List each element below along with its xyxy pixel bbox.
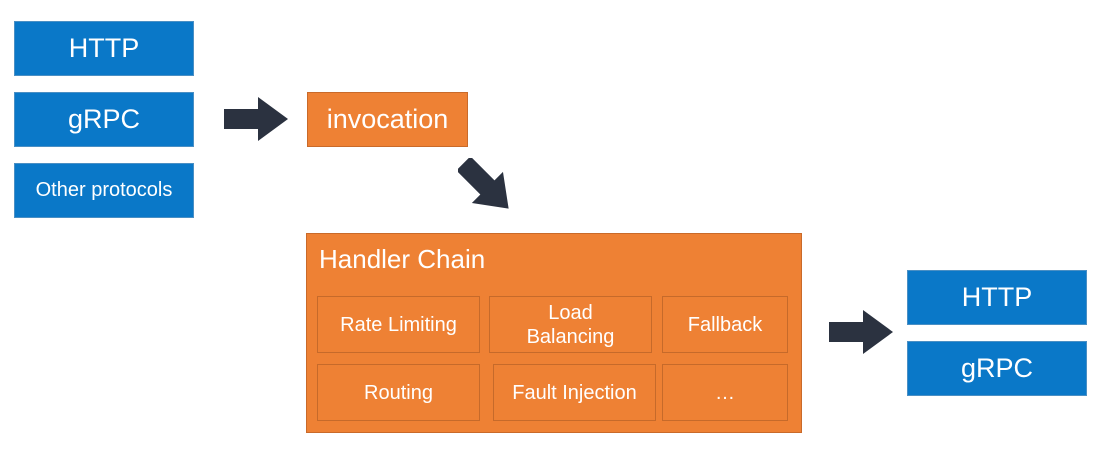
output-protocol-grpc: gRPC	[907, 341, 1087, 396]
arrow-right-icon	[224, 97, 288, 141]
handler-chain-title: Handler Chain	[319, 244, 486, 274]
input-protocol-other-label: Other protocols	[35, 179, 173, 201]
input-protocol-grpc-label: gRPC	[67, 104, 141, 134]
input-protocol-other: Other protocols	[14, 163, 194, 218]
arrow-right-icon	[829, 310, 893, 354]
invocation-label: invocation	[326, 104, 449, 134]
handler-chain-box: Handler Chain Rate Limiting Load Balanci…	[306, 233, 802, 433]
output-protocol-http-label: HTTP	[961, 282, 1033, 312]
invocation-box: invocation	[307, 92, 468, 147]
input-protocol-http: HTTP	[14, 21, 194, 76]
output-protocol-http: HTTP	[907, 270, 1087, 325]
input-protocol-grpc: gRPC	[14, 92, 194, 147]
handler-cell-routing: Routing	[317, 364, 480, 421]
handler-cell-more: …	[662, 364, 788, 421]
handler-cell-fallback: Fallback	[662, 296, 788, 353]
handler-cell-load-balancing: Load Balancing	[489, 296, 652, 353]
handler-cell-rate-limiting: Rate Limiting	[317, 296, 480, 353]
output-protocol-grpc-label: gRPC	[960, 353, 1034, 383]
handler-cell-fault-injection: Fault Injection	[493, 364, 656, 421]
input-protocol-http-label: HTTP	[68, 33, 140, 63]
arrow-down-right-icon	[458, 158, 509, 209]
